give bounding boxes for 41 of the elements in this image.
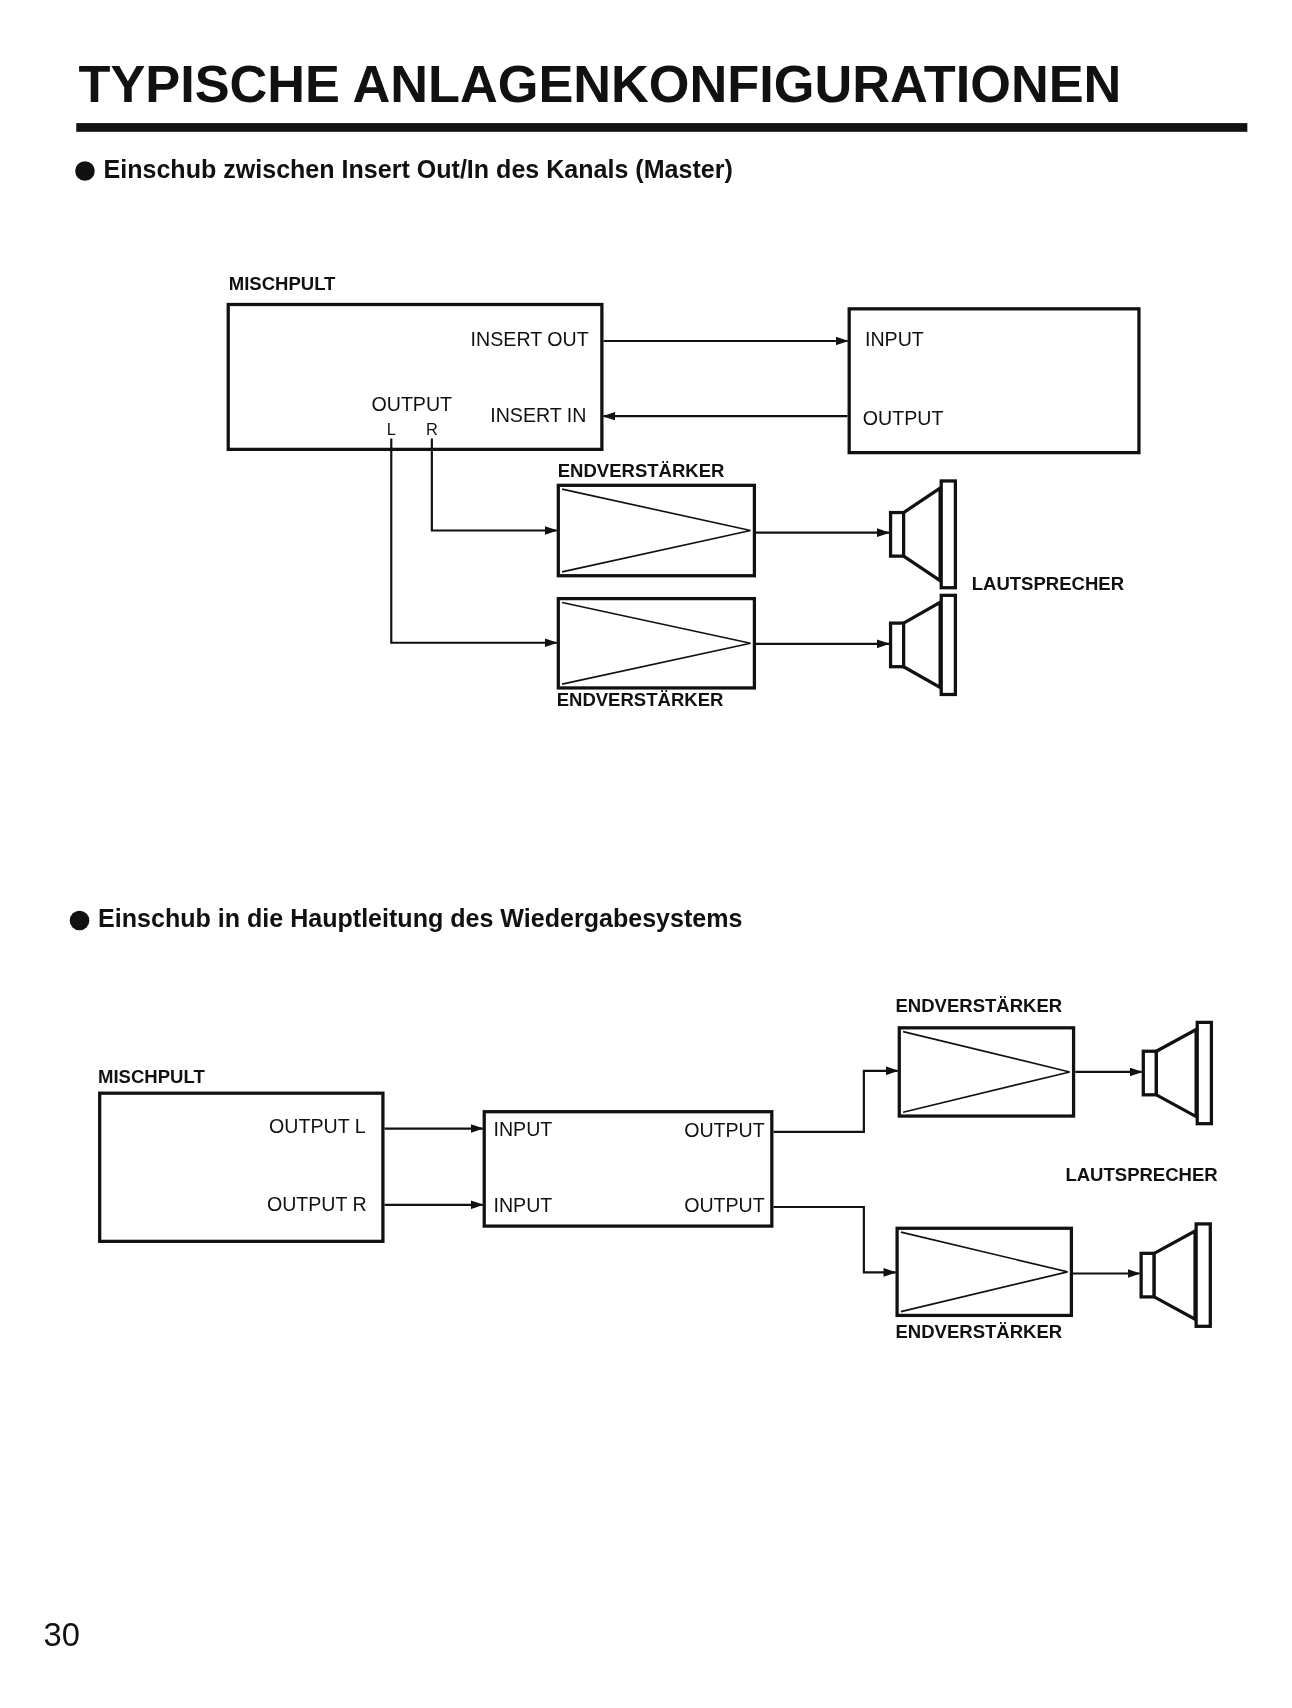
unit-label: ENDVERSTÄRKER (556, 690, 724, 711)
port-label: OUTPUT (684, 1196, 765, 1218)
speaker-icon (888, 593, 958, 697)
speaker-label: LAUTSPRECHER (1065, 1165, 1218, 1186)
port-label: OUTPUT (371, 394, 453, 416)
arrow (384, 1124, 484, 1133)
arrow (1075, 1067, 1143, 1077)
section-heading: Einschub zwischen Insert Out/In des Kanals (Master) (103, 155, 733, 184)
port-label: L (386, 420, 396, 439)
unit-label: ENDVERSTÄRKER (895, 1322, 1063, 1343)
arrow (756, 639, 890, 649)
speaker-label: LAUTSPRECHER (971, 575, 1124, 596)
speaker-icon (888, 479, 958, 590)
port-label: INSERT OUT (470, 330, 589, 352)
port-label: INSERT IN (490, 405, 587, 427)
page-number: 30 (43, 1616, 80, 1653)
port-label: R (425, 420, 438, 439)
unit-label: ENDVERSTÄRKER (557, 461, 725, 483)
arrow (1073, 1269, 1141, 1278)
port-label: OUTPUT (684, 1120, 765, 1143)
unit-label: MISCHPULT (228, 274, 336, 295)
arrow (756, 528, 890, 538)
arrow (603, 336, 849, 346)
arrow (390, 438, 558, 648)
port-label: OUTPUT L (269, 1116, 366, 1139)
page-title: TYPISCHE ANLAGENKONFIGURATIONEN (78, 56, 1122, 115)
port-label: INPUT (864, 330, 924, 352)
arrow (430, 438, 558, 535)
arrow (773, 1205, 897, 1277)
speaker-icon (1141, 1020, 1214, 1126)
arrow (602, 411, 848, 421)
port-label: INPUT (493, 1119, 553, 1142)
arrow (384, 1200, 484, 1210)
port-label: OUTPUT (862, 408, 944, 431)
arrow (773, 1066, 899, 1133)
speaker-icon (1139, 1222, 1213, 1328)
unit-label: ENDVERSTÄRKER (895, 996, 1063, 1018)
port-label: OUTPUT R (266, 1195, 367, 1217)
port-label: INPUT (493, 1196, 553, 1218)
section-heading: Einschub in die Hauptleitung des Wiedergabesystems (98, 905, 743, 933)
unit-label: MISCHPULT (98, 1067, 205, 1088)
